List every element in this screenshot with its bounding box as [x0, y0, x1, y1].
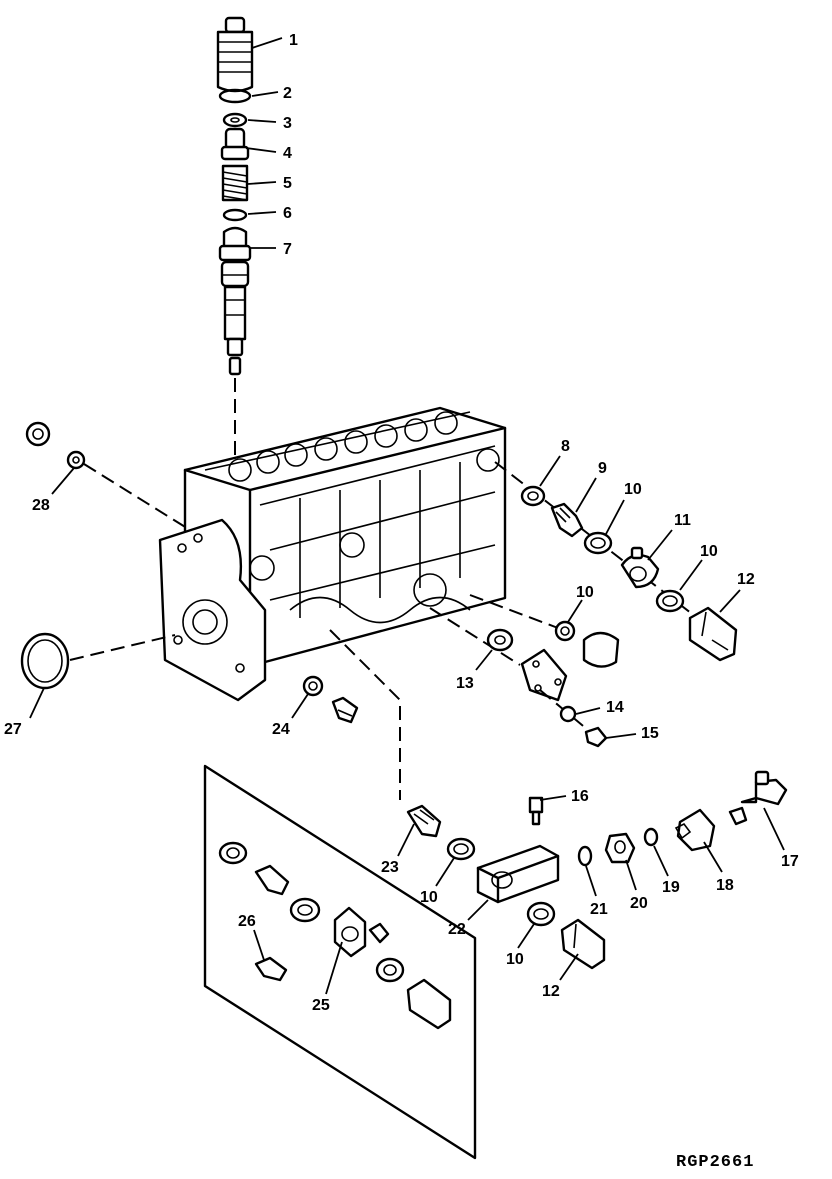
callout-8: 8: [561, 438, 570, 455]
inset-parts: [218, 841, 452, 1030]
volume-reducer-part-4: [220, 127, 250, 161]
valve-part-18: [674, 808, 716, 852]
callout-23: 23: [381, 859, 399, 876]
callout-17: 17: [781, 853, 799, 870]
callout-22: 22: [448, 921, 466, 938]
o-ring-part-19: [643, 827, 659, 847]
shim-part-6: [222, 208, 248, 222]
callout-21: 21: [590, 901, 608, 918]
spring-part-5: [221, 164, 249, 202]
plug-part-20: [604, 832, 636, 864]
fitting-part-23: [406, 804, 442, 838]
seal-ring-part-10-a: [583, 531, 613, 555]
callout-10-b: 10: [700, 543, 718, 560]
injection-pump-housing: [183, 406, 507, 664]
seal-ring-part-10-d: [446, 837, 476, 861]
washer-part-14: [559, 705, 577, 723]
callout-11: 11: [674, 512, 691, 529]
callout-14: 14: [606, 699, 624, 716]
washer-part-3: [222, 112, 248, 128]
seal-ring-part-10-c: [554, 620, 576, 642]
cover-guide-line: [429, 607, 521, 666]
o-ring-guide-line: [69, 634, 176, 661]
callout-12-a: 12: [737, 571, 755, 588]
pump-end-plate: [158, 518, 267, 702]
callout-10-a: 10: [624, 481, 642, 498]
guide-line-10: [469, 594, 559, 629]
elbow-fitting-part-17: [728, 770, 788, 826]
callout-25: 25: [312, 997, 330, 1014]
plug-part-28: [25, 421, 86, 470]
o-ring-part-21: [577, 845, 593, 867]
callout-1: 1: [289, 32, 298, 49]
banjo-fitting-part-11: [620, 546, 660, 589]
callout-labels: 1 2 3 4 5 6 7 8 9 10 11 10 12 10 13 14 1…: [4, 32, 799, 1014]
plunger-barrel: [220, 260, 250, 376]
plug-guide-line: [83, 463, 191, 531]
callout-10-e: 10: [506, 951, 524, 968]
callout-9: 9: [598, 460, 607, 477]
screw-part-16: [528, 796, 544, 826]
lower-guide-line: [329, 629, 401, 800]
block-part-22: [476, 844, 560, 904]
callout-3: 3: [283, 115, 292, 132]
cover-plate: [520, 648, 568, 702]
seal-ring-part-10-e: [526, 901, 556, 927]
callout-10-d: 10: [420, 889, 438, 906]
o-ring-part-2: [218, 88, 252, 104]
washer-part-24: [302, 675, 324, 697]
callout-20: 20: [630, 895, 648, 912]
callout-15: 15: [641, 725, 659, 742]
callout-10-c: 10: [576, 584, 594, 601]
o-ring-part-27: [20, 632, 70, 690]
delivery-valve-part-7: [218, 226, 252, 262]
banjo-bolt-part-12-b: [560, 918, 606, 970]
seal-part-13: [486, 628, 514, 652]
screw-part-15: [584, 726, 608, 748]
callout-5: 5: [283, 175, 292, 192]
callout-18: 18: [716, 877, 734, 894]
callout-6: 6: [283, 205, 292, 222]
banjo-bolt-part-12-a: [688, 606, 738, 662]
callout-16: 16: [571, 788, 589, 805]
callout-26: 26: [238, 913, 256, 930]
callout-19: 19: [662, 879, 680, 896]
leader-lines: [29, 37, 785, 995]
callout-2: 2: [283, 85, 292, 102]
cap-near-10: [582, 631, 620, 668]
callout-4: 4: [283, 145, 292, 162]
screw-near-24: [331, 696, 359, 724]
callout-27: 27: [4, 721, 22, 738]
callout-24: 24: [272, 721, 290, 738]
callout-13: 13: [456, 675, 474, 692]
callout-12-b: 12: [542, 983, 560, 1000]
callout-7: 7: [283, 241, 292, 258]
seal-part-8: [520, 485, 546, 507]
inset-panel: [203, 764, 477, 1160]
figure-code: RGP2661: [676, 1153, 754, 1172]
callout-28: 28: [32, 497, 50, 514]
delivery-valve-holder-part-1: [216, 16, 254, 93]
seal-ring-part-10-b: [655, 589, 685, 613]
valve-part-9: [550, 502, 584, 538]
